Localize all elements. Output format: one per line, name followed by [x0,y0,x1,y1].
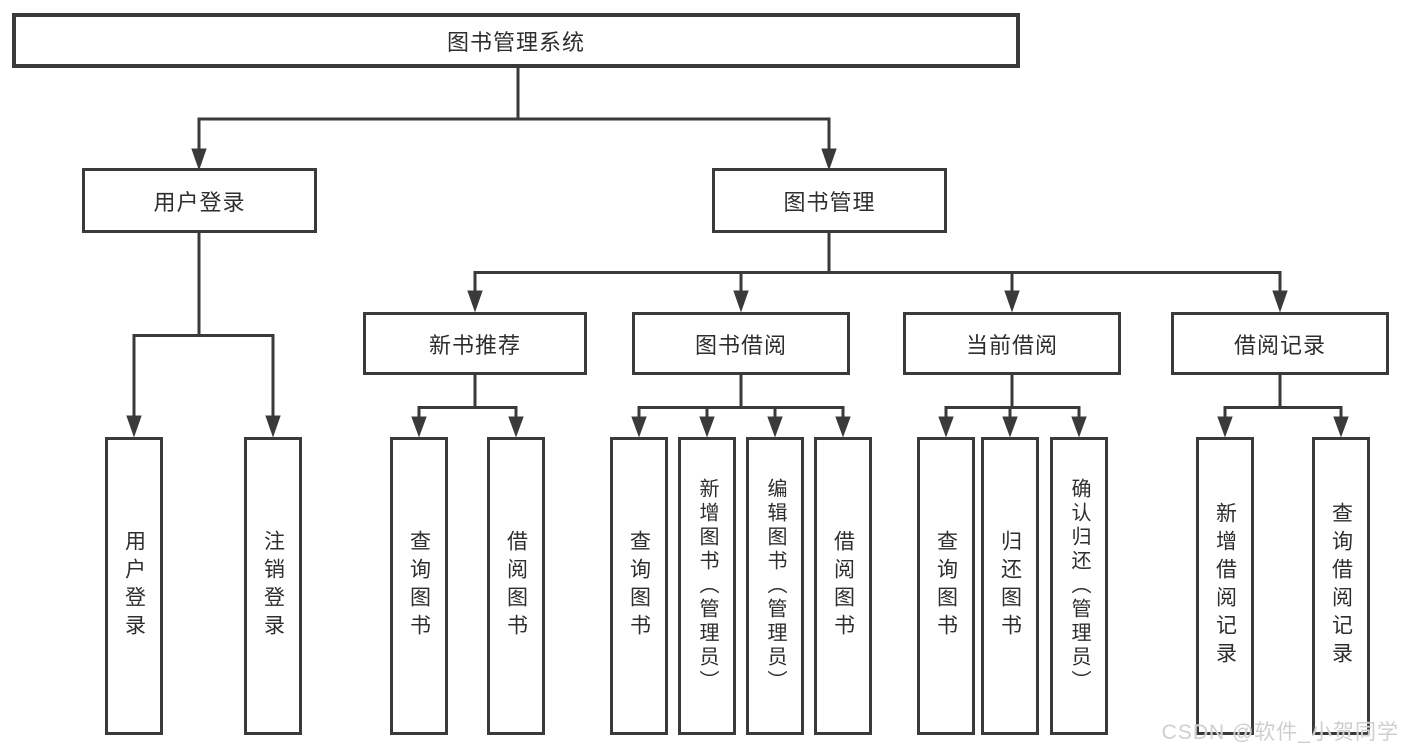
leaf-borrow-books-label: 借阅图书 [831,530,855,642]
leaf-query-books-borrow: 查询图书 [610,437,668,735]
leaf-query-books-recommend: 查询图书 [390,437,448,735]
node-book-management: 图书管理 [712,168,947,233]
node-book-borrow: 图书借阅 [632,312,850,375]
leaf-return-books-label: 归还图书 [998,530,1022,642]
leaf-confirm-return-admin-label: 确认归还（管理员） [1068,478,1090,694]
leaf-query-borrow-record: 查询借阅记录 [1312,437,1370,735]
leaf-logout-label: 注销登录 [261,530,285,642]
node-current-borrow: 当前借阅 [903,312,1121,375]
node-new-book-recommend: 新书推荐 [363,312,587,375]
leaf-user-login: 用户登录 [105,437,163,735]
node-current-borrow-label: 当前借阅 [965,332,1058,358]
node-new-book-recommend-label: 新书推荐 [428,332,521,358]
leaf-return-books: 归还图书 [981,437,1039,735]
leaf-edit-book-admin-label: 编辑图书（管理员） [764,478,786,694]
leaf-add-book-admin: 新增图书（管理员） [678,437,736,735]
node-user-login-label: 用户登录 [153,189,246,215]
node-book-borrow-label: 图书借阅 [694,332,787,358]
csdn-watermark: CSDN @软件_小贺同学 [1161,721,1399,744]
node-user-login: 用户登录 [82,168,317,233]
leaf-add-borrow-record: 新增借阅记录 [1196,437,1254,735]
leaf-borrow-books-recommend: 借阅图书 [487,437,545,735]
node-library-system-label: 图书管理系统 [446,29,585,55]
leaf-user-login-label: 用户登录 [122,530,146,642]
leaf-borrow-books-recommend-label: 借阅图书 [504,530,528,642]
leaf-edit-book-admin: 编辑图书（管理员） [746,437,804,735]
node-library-system: 图书管理系统 [12,13,1020,68]
leaf-add-book-admin-label: 新增图书（管理员） [696,478,718,694]
leaf-query-books-recommend-label: 查询图书 [407,530,431,642]
leaf-add-borrow-record-label: 新增借阅记录 [1213,502,1237,670]
node-book-management-label: 图书管理 [783,189,876,215]
leaf-confirm-return-admin: 确认归还（管理员） [1050,437,1108,735]
leaf-borrow-books: 借阅图书 [814,437,872,735]
leaf-query-books-borrow-label: 查询图书 [627,530,651,642]
leaf-query-books-current-label: 查询图书 [934,530,958,642]
leaf-logout: 注销登录 [244,437,302,735]
leaf-query-books-current: 查询图书 [917,437,975,735]
node-borrow-records-label: 借阅记录 [1233,332,1326,358]
leaf-query-borrow-record-label: 查询借阅记录 [1329,502,1353,670]
node-borrow-records: 借阅记录 [1171,312,1389,375]
